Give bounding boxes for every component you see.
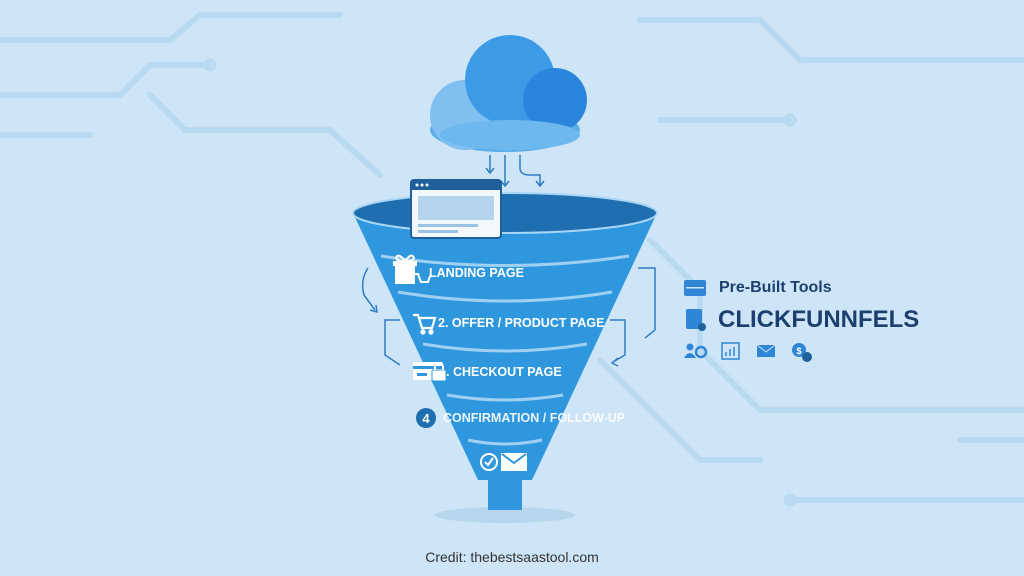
chart-icon xyxy=(721,342,740,360)
cloud-icon xyxy=(430,35,587,152)
users-gear-icon xyxy=(684,343,708,359)
browser-window-icon xyxy=(410,179,502,239)
step-4-badge: 4 xyxy=(416,408,436,428)
side-subtitle: Pre-Built Tools xyxy=(719,279,832,296)
mail-icon xyxy=(756,344,776,357)
check-envelope-icon xyxy=(480,453,527,471)
folder-icon xyxy=(686,309,706,331)
window-icon xyxy=(684,280,706,296)
stage-landing-page: LANDING PAGE xyxy=(429,266,524,280)
credit-card-lock-icon xyxy=(413,362,447,382)
cart-icon xyxy=(413,313,437,335)
circuit-lines xyxy=(0,12,1024,503)
funnel-body xyxy=(353,213,657,480)
svg-text:$: $ xyxy=(796,346,801,356)
stage-confirmation: CONFIRMATION / FOLLOW-UP xyxy=(443,411,626,425)
funnel-spout xyxy=(488,478,522,510)
dollar-icon: $ xyxy=(792,343,812,362)
side-title: CLICKFUNNFELS xyxy=(718,306,920,333)
funnel-top xyxy=(352,192,658,234)
gift-cart-icon xyxy=(393,254,431,284)
credit-text: Credit: thebestsaastool.com xyxy=(425,549,599,565)
stage-offer-page: 2. OFFER / PRODUCT PAGE xyxy=(438,316,605,330)
arrows xyxy=(361,155,656,367)
stage-checkout-page: . CHECKOUT PAGE xyxy=(446,365,562,379)
svg-text:4: 4 xyxy=(422,411,430,426)
